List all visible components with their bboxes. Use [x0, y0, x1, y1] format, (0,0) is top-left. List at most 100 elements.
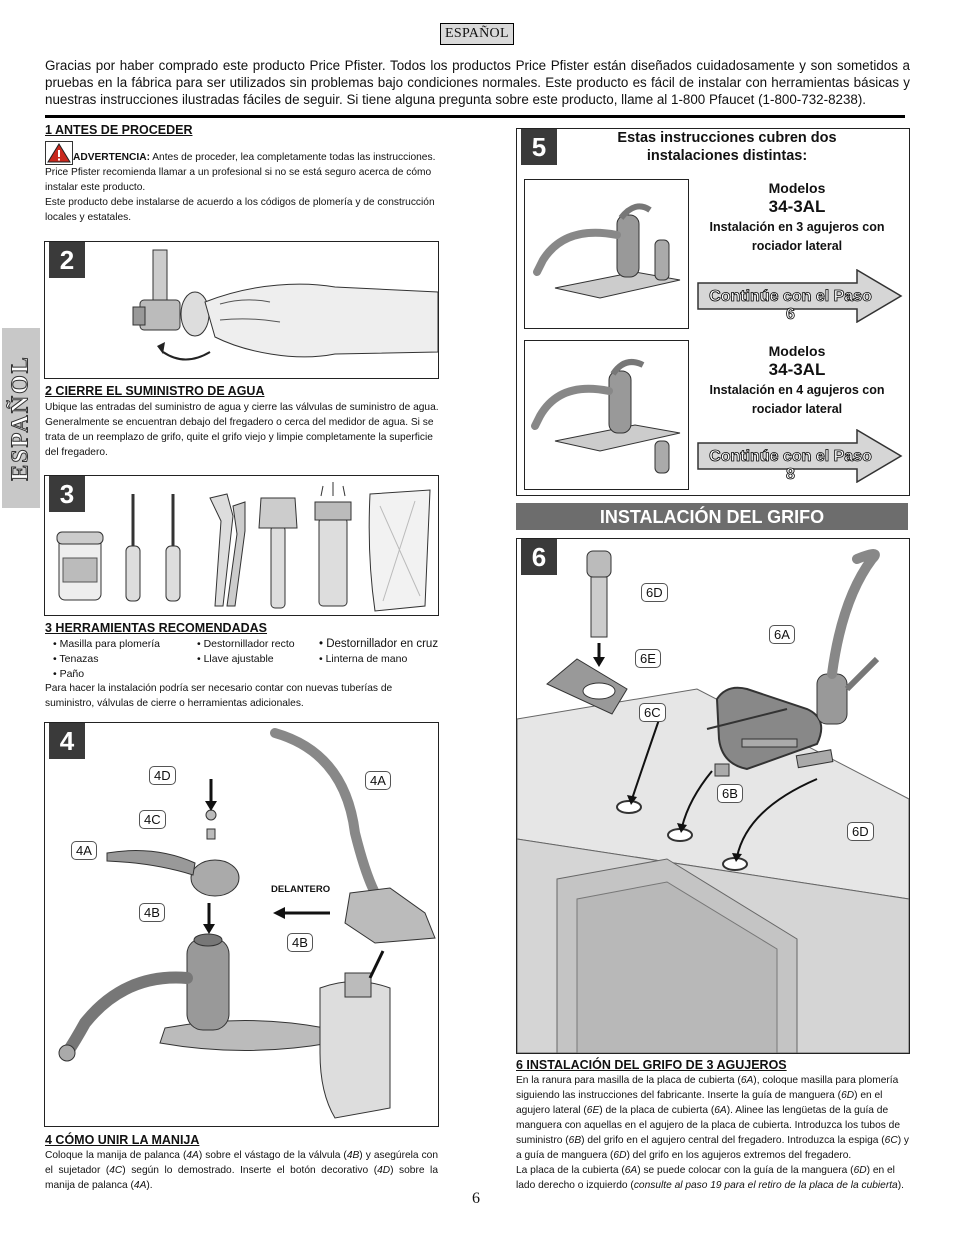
text-part: ), coloque masilla para plomería siguien… — [516, 1075, 899, 1101]
option1-desc: Instalación en 3 agujeros con rociador l… — [709, 220, 885, 253]
step4-heading: 4 CÓMO UNIR LA MANIJA — [45, 1133, 200, 1147]
warning-text: Antes de proceder, lea completamente tod… — [149, 152, 436, 163]
continue-step8-arrow — [697, 429, 903, 483]
option2-desc: Instalación en 4 agujeros con rociador l… — [709, 383, 885, 416]
text-part: La placa de la cubierta ( — [516, 1165, 625, 1176]
tool-item: • Masilla para plomería — [53, 638, 160, 650]
header-rule — [45, 115, 905, 118]
tools-col-1: • Masilla para plomería • Tenazas • Paño — [53, 637, 193, 682]
step4-figure: 4 4D 4C 4A 4A 4B 4B DELANTERO — [44, 722, 439, 1127]
tools-illustration — [56, 482, 431, 612]
ref-part: 6B — [568, 1135, 582, 1146]
tool-item: • Paño — [53, 668, 85, 680]
label-6e: 6E — [635, 649, 661, 668]
side-tab-label: ESPAÑOL — [7, 355, 34, 482]
ref-part: 4D — [377, 1165, 391, 1176]
ref-part: 4B — [346, 1150, 360, 1161]
step1-text: ADVERTENCIA: Antes de proceder, lea comp… — [45, 141, 440, 225]
step2-heading: 2 CIERRE EL SUMINISTRO DE AGUA — [45, 384, 265, 398]
continue-step6-button[interactable]: Continúe con el Paso 6 — [709, 288, 872, 324]
continue-step8-button[interactable]: Continúe con el Paso 8 — [709, 448, 872, 484]
section-band: INSTALACIÓN DEL GRIFO — [516, 503, 908, 530]
step3-heading: 3 HERRAMIENTAS RECOMENDADAS — [45, 621, 268, 635]
ref-part: 6D — [853, 1165, 867, 1176]
label-4b-left: 4B — [139, 903, 165, 922]
ref-part: 4C — [109, 1165, 123, 1176]
option2-title: Modelos — [768, 343, 826, 359]
text-part: ). — [146, 1180, 153, 1191]
valve-hand-illustration — [132, 249, 438, 361]
step3-figure: 3 — [44, 475, 439, 616]
faucet-3hole-illustration — [533, 203, 681, 299]
ref-part: 6A — [624, 1165, 638, 1176]
ref-part: 4A — [133, 1180, 147, 1191]
text-part: ) y a guía de manguera ( — [516, 1135, 910, 1161]
option1-title: Modelos — [768, 180, 826, 196]
text-part: ) y asegúrela con el sujetador ( — [45, 1150, 439, 1176]
text-part: ) del grifo en el agujero central del fr… — [581, 1135, 885, 1146]
continue-step6-arrow — [697, 269, 903, 323]
warning-label: ADVERTENCIA: — [73, 152, 150, 163]
label-front: DELANTERO — [271, 884, 331, 895]
tool-item: • Tenazas — [53, 653, 99, 665]
tool-item: • Destornillador recto — [197, 638, 295, 650]
label-4d: 4D — [149, 766, 176, 785]
text-part: ) en el agujero lateral ( — [516, 1090, 883, 1116]
option1-model: 34-3AL — [768, 197, 826, 216]
text-part: ). — [897, 1180, 904, 1191]
step1-line2: Price Pfister recomienda llamar a un pro… — [45, 167, 432, 193]
option1-image — [524, 179, 689, 329]
ref-part: 6A — [740, 1075, 754, 1086]
side-language-tab: ESPAÑOL — [2, 328, 40, 508]
ref-part: 4A — [186, 1150, 199, 1161]
step3-text: Para hacer la instalación podría ser nec… — [45, 683, 393, 709]
faucet-4hole-illustration — [531, 359, 681, 474]
tool-item: • Destornillador en cruz — [319, 638, 439, 650]
handle-assembly-illustration — [58, 728, 436, 1119]
step4-text: Coloque la manija de palanca (4A) sobre … — [45, 1148, 438, 1193]
tools-col-3: • Destornillador en cruz • Linterna de m… — [319, 637, 444, 667]
step5-figure: 5 Estas instrucciones cubren dos instala… — [516, 128, 910, 496]
warning-icon — [45, 141, 73, 165]
text-part: ) del grifo en los agujeros extremos del… — [626, 1150, 852, 1161]
label-6d-top: 6D — [641, 583, 668, 602]
ref-part: 6E — [586, 1105, 600, 1116]
tools-col-2: • Destornillador recto • Llave ajustable — [197, 637, 317, 667]
step5-header: Estas instrucciones cubren dos instalaci… — [617, 130, 837, 164]
label-6b: 6B — [717, 784, 743, 803]
text-part: ) en el lado derecho o izquierdo ( — [516, 1165, 895, 1191]
step3-number: 3 — [49, 476, 85, 512]
language-badge: ESPAÑOL — [440, 23, 514, 45]
label-4c: 4C — [139, 810, 166, 829]
step6-text-2: La placa de la cubierta (6A) se puede co… — [516, 1163, 911, 1193]
step2-number: 2 — [49, 242, 85, 278]
step6-number: 6 — [521, 539, 557, 575]
page-number: 6 — [472, 1190, 480, 1207]
tool-item: • Llave ajustable — [197, 653, 274, 665]
label-6c: 6C — [639, 703, 666, 722]
text-part: En la ranura para masilla de la placa de… — [516, 1075, 741, 1086]
step6-heading: 6 INSTALACIÓN DEL GRIFO DE 3 AGUJEROS — [516, 1058, 787, 1072]
text-part: ) sobre la manija de palanca ( — [45, 1165, 438, 1191]
ref-part: 6D — [841, 1090, 855, 1101]
step2-text: Ubique las entradas del suministro de ag… — [45, 402, 439, 458]
text-part: Coloque la manija de palanca ( — [45, 1150, 187, 1161]
text-part: ) sobre el vástago de la válvula ( — [198, 1150, 347, 1161]
step5-number: 5 — [521, 129, 557, 165]
tool-item: • Linterna de mano — [319, 653, 408, 665]
step6-text-1: En la ranura para masilla de la placa de… — [516, 1073, 911, 1163]
step2-figure: 2 — [44, 241, 439, 379]
ref-part: 6D — [613, 1150, 627, 1161]
step4-number: 4 — [49, 723, 85, 759]
ref-part: consulte al paso 19 para el retiro de la… — [633, 1180, 898, 1191]
step1-line3: Este producto debe instalarse de acuerdo… — [45, 197, 435, 223]
text-part: ) se puede colocar con la guía de la man… — [637, 1165, 854, 1176]
option2-image — [524, 340, 689, 490]
step6-figure: 6 6D 6E 6A 6C 6B 6D — [516, 538, 910, 1054]
label-4b-right: 4B — [287, 933, 313, 952]
text-part: ) según lo demostrado. Inserte el botón … — [122, 1165, 378, 1176]
label-4a-right: 4A — [365, 771, 391, 790]
label-6d-right: 6D — [847, 822, 874, 841]
text-part: ) de la placa de cubierta ( — [599, 1105, 715, 1116]
text-part: ). Alinee las lengüetas de la guía de ma… — [516, 1105, 900, 1146]
